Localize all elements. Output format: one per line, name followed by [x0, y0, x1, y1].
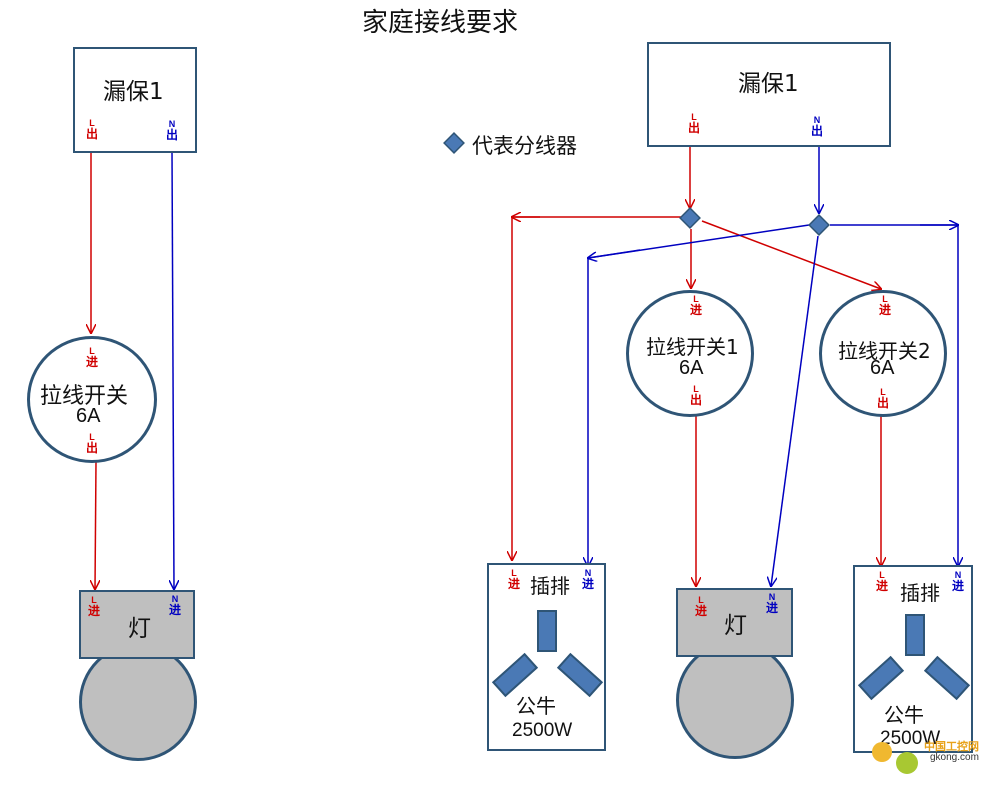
watermark-url: gkong.com — [930, 752, 979, 763]
left-neutral-wire-breaker-to-lamp — [172, 150, 174, 589]
left-pull-switch-circle — [27, 336, 157, 463]
right-breaker-box — [647, 42, 891, 147]
left-breaker-name: 漏保1 — [103, 79, 164, 105]
live-splitter-diamond-icon — [679, 207, 701, 229]
left-live-wire-switch-to-lamp — [95, 461, 96, 589]
right-pull-switch-2-circle — [819, 290, 947, 417]
watermark-gear-icon-2 — [896, 752, 918, 774]
right-lamp-box — [676, 588, 793, 657]
right-neutral-wire-to-lamp — [771, 235, 819, 586]
left-breaker-box — [73, 47, 197, 153]
right-lamp-bulb — [676, 641, 794, 759]
legend-label: 代表分线器 — [472, 134, 577, 158]
right-switch2-rating: 6A — [870, 357, 895, 379]
socket2-earth-slot — [905, 614, 925, 656]
neutral-splitter-diamond-icon — [808, 214, 830, 236]
right-neutral-wire-socket1-branch-arrow — [588, 249, 641, 258]
legend-diamond-icon — [443, 132, 465, 154]
left-lamp-bulb — [79, 643, 197, 761]
left-switch-name: 拉线开关 — [40, 384, 129, 409]
right-power-strip-1-box — [487, 563, 606, 751]
socket1-brand: 公牛 — [516, 694, 556, 718]
right-switch1-rating: 6A — [679, 357, 704, 379]
watermark-text: 中国工控网 — [924, 741, 979, 753]
right-switch1-name: 拉线开关1 — [646, 335, 739, 359]
right-breaker-name: 漏保1 — [738, 71, 799, 97]
page-title: 家庭接线要求 — [362, 8, 519, 38]
right-live-wire-to-switch2 — [701, 220, 881, 289]
socket1-name: 插排 — [530, 574, 570, 598]
right-power-strip-2-box — [853, 565, 973, 753]
right-lamp-name: 灯 — [724, 613, 747, 639]
socket2-brand: 公牛 — [884, 703, 924, 727]
socket1-power: 2500W — [512, 720, 573, 741]
right-pull-switch-1-circle — [626, 290, 754, 417]
left-switch-rating: 6A — [76, 405, 101, 427]
watermark-gear-icon — [872, 742, 892, 762]
socket1-earth-slot — [537, 610, 557, 652]
left-lamp-box — [79, 590, 195, 659]
right-switch2-name: 拉线开关2 — [838, 339, 931, 363]
left-lamp-name: 灯 — [128, 616, 151, 642]
socket2-name: 插排 — [900, 581, 940, 605]
socket2-power: 2500W — [880, 728, 941, 749]
